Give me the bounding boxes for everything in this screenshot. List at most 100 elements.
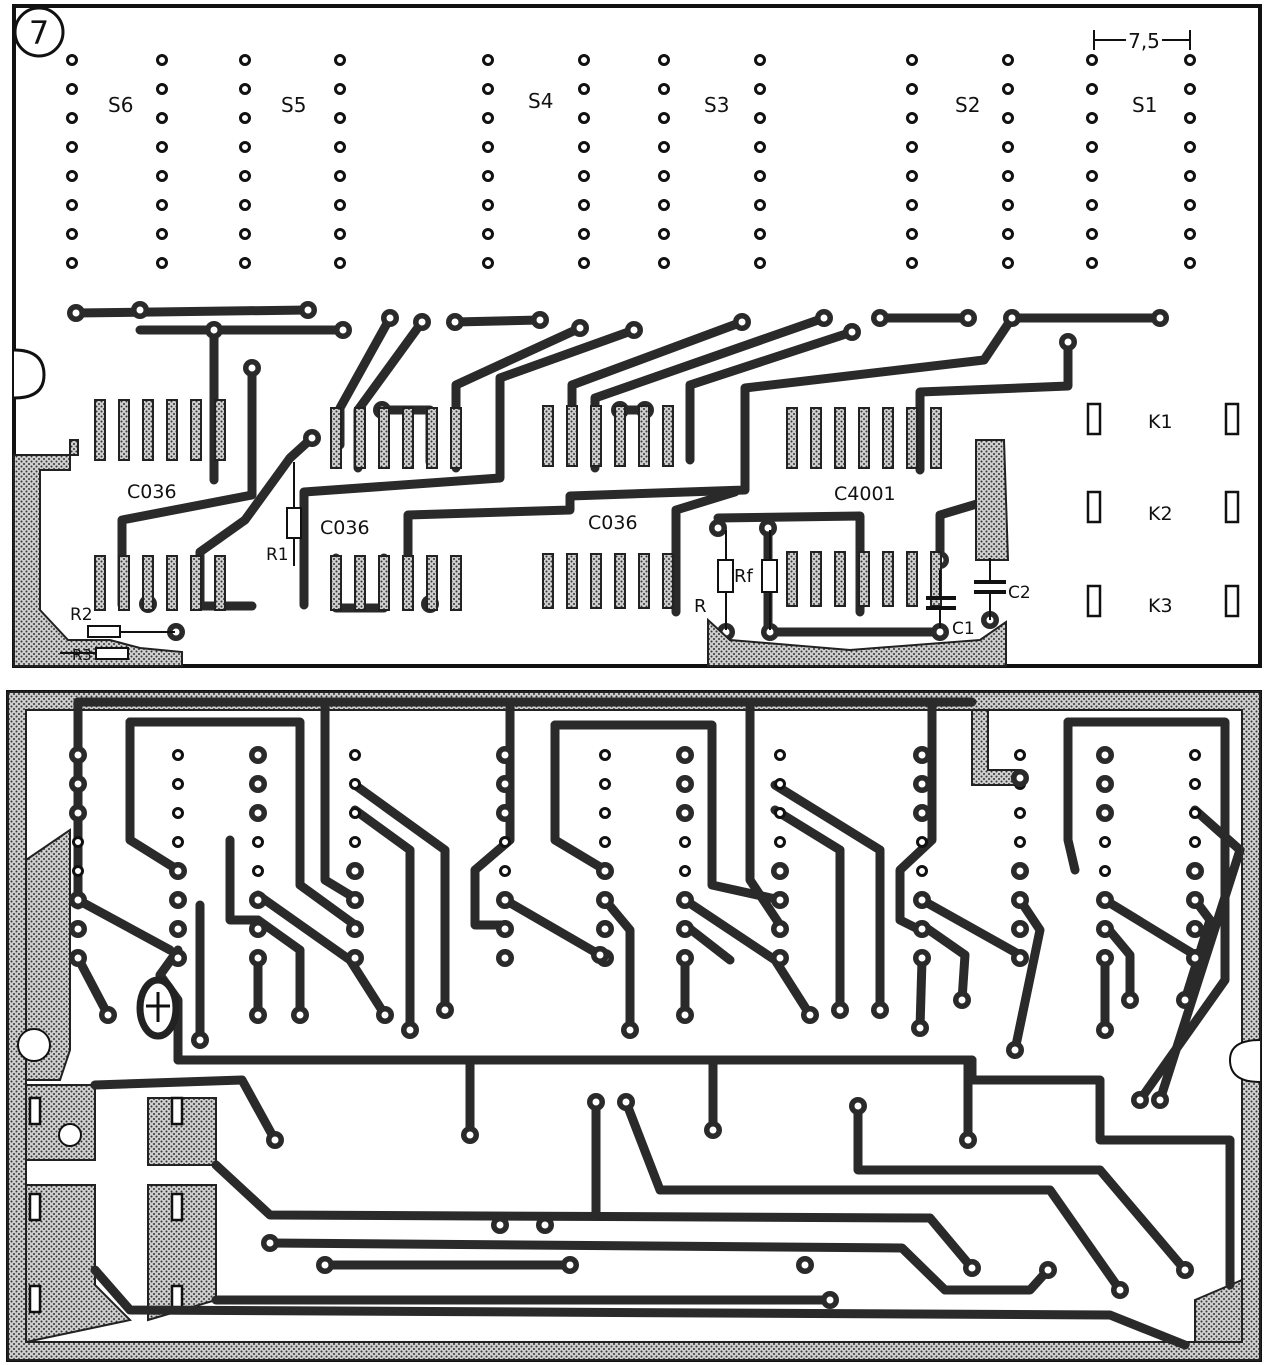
switch-pad [774, 807, 786, 819]
ic-pin [354, 555, 366, 611]
slot-b1 [28, 1096, 42, 1126]
trace-pad-hole [104, 1011, 112, 1019]
trimmer-hole [58, 1123, 82, 1147]
ic-pin [786, 407, 798, 469]
ic-pin [402, 555, 414, 611]
switch-pad [482, 83, 494, 95]
switch-pad-hole [351, 954, 359, 962]
label-c1: C1 [952, 619, 975, 639]
switch-pad [599, 836, 611, 848]
trace-diag-2 [350, 805, 415, 1035]
label-c2: C2 [1008, 583, 1031, 603]
switch-pad [599, 778, 611, 790]
relay-slots: K1 K2 K3 [1086, 402, 1240, 618]
switch-pad-hole [501, 751, 509, 759]
switch-pad [916, 836, 928, 848]
switch-pad [239, 141, 251, 153]
component-c1: C1 [926, 570, 975, 639]
trace-pad-hole [196, 1036, 204, 1044]
switch-pad [754, 141, 766, 153]
switch-pad [658, 228, 670, 240]
trace-pad-hole [848, 328, 856, 336]
switch-pad-hole [74, 809, 82, 817]
trace-top-1 [71, 305, 313, 318]
trace-pad-hole [1181, 1266, 1189, 1274]
copper-area-left-bottom [25, 1184, 133, 1344]
switch-pad-hole [1016, 896, 1024, 904]
trace-pad-hole [1101, 1026, 1109, 1034]
figure-number-circle [13, 6, 65, 58]
ic-pin [906, 407, 918, 469]
component-r2-r3: R2 R3 [60, 605, 175, 664]
slot-b2 [170, 1096, 184, 1126]
ic-pin [810, 551, 822, 607]
ic-pin [118, 399, 130, 461]
switch-pad-hole [681, 751, 689, 759]
trace-diag-24 [225, 835, 263, 925]
ic-pin [662, 553, 674, 609]
trace-pad-hole [541, 1221, 549, 1229]
trace-diag-5 [1155, 805, 1245, 1105]
switch-pad-hole [254, 896, 262, 904]
trace-pad-hole [386, 314, 394, 322]
switch-pad [1189, 749, 1201, 761]
trace-diag-8 [73, 953, 113, 1020]
switch-pad [1086, 228, 1098, 240]
trace-top-20 [671, 487, 740, 617]
trace-pad-hole [826, 1296, 834, 1304]
trace-top-9 [299, 325, 639, 610]
ic-pin [614, 405, 626, 467]
switch-pad-hole [918, 954, 926, 962]
switch-pad-hole [918, 780, 926, 788]
switch-pad [906, 257, 918, 269]
trace-pad-hole [964, 1136, 972, 1144]
switch-pad [754, 170, 766, 182]
switch-label-s6: S6 [108, 93, 133, 117]
trace-pad-hole [1156, 314, 1164, 322]
switch-pad [1002, 199, 1014, 211]
ic-pin [542, 553, 554, 609]
switch-pad [754, 257, 766, 269]
switch-pad [1184, 170, 1196, 182]
ic-pin [330, 407, 342, 469]
switch-pad [599, 807, 611, 819]
switch-pad [1002, 170, 1014, 182]
switch-pad [334, 141, 346, 153]
switch-pad [334, 112, 346, 124]
trace-top-12 [685, 327, 857, 465]
copper-area-left [13, 439, 183, 667]
ic-pin [542, 405, 554, 467]
switch-pad [754, 83, 766, 95]
switch-pad [172, 749, 184, 761]
trace-pad-hole [916, 1024, 924, 1032]
trace-pad-hole [339, 326, 347, 334]
ic-pin [402, 407, 414, 469]
switch-pad-hole [74, 925, 82, 933]
switch-pad [774, 778, 786, 790]
switch-pad-hole [174, 896, 182, 904]
switch-pad [499, 865, 511, 877]
switch-pad-hole [74, 751, 82, 759]
switch-pad [1086, 199, 1098, 211]
switch-pad [66, 112, 78, 124]
trace-lower-8 [853, 1101, 1190, 1275]
switch-pad-hole [601, 925, 609, 933]
copper-side-board [6, 690, 1262, 1362]
switch-pad-columns [66, 54, 1196, 269]
switch-pad-hole [74, 780, 82, 788]
switch-pad-hole [776, 925, 784, 933]
ic-pin [214, 555, 226, 611]
switch-pad-hole [1191, 954, 1199, 962]
switch-pad [754, 54, 766, 66]
trace-drop-s3 [745, 697, 785, 930]
switch-pad [1086, 54, 1098, 66]
switch-pad [906, 228, 918, 240]
ic-pin [378, 407, 390, 469]
switch-pad [156, 112, 168, 124]
switch-pad-hole [254, 809, 262, 817]
trace-pad-hole [254, 1011, 262, 1019]
bottom-board-traces [73, 697, 1245, 1350]
switch-pad-hole [776, 954, 784, 962]
switch-pad-hole [74, 954, 82, 962]
switch-pad [578, 112, 590, 124]
